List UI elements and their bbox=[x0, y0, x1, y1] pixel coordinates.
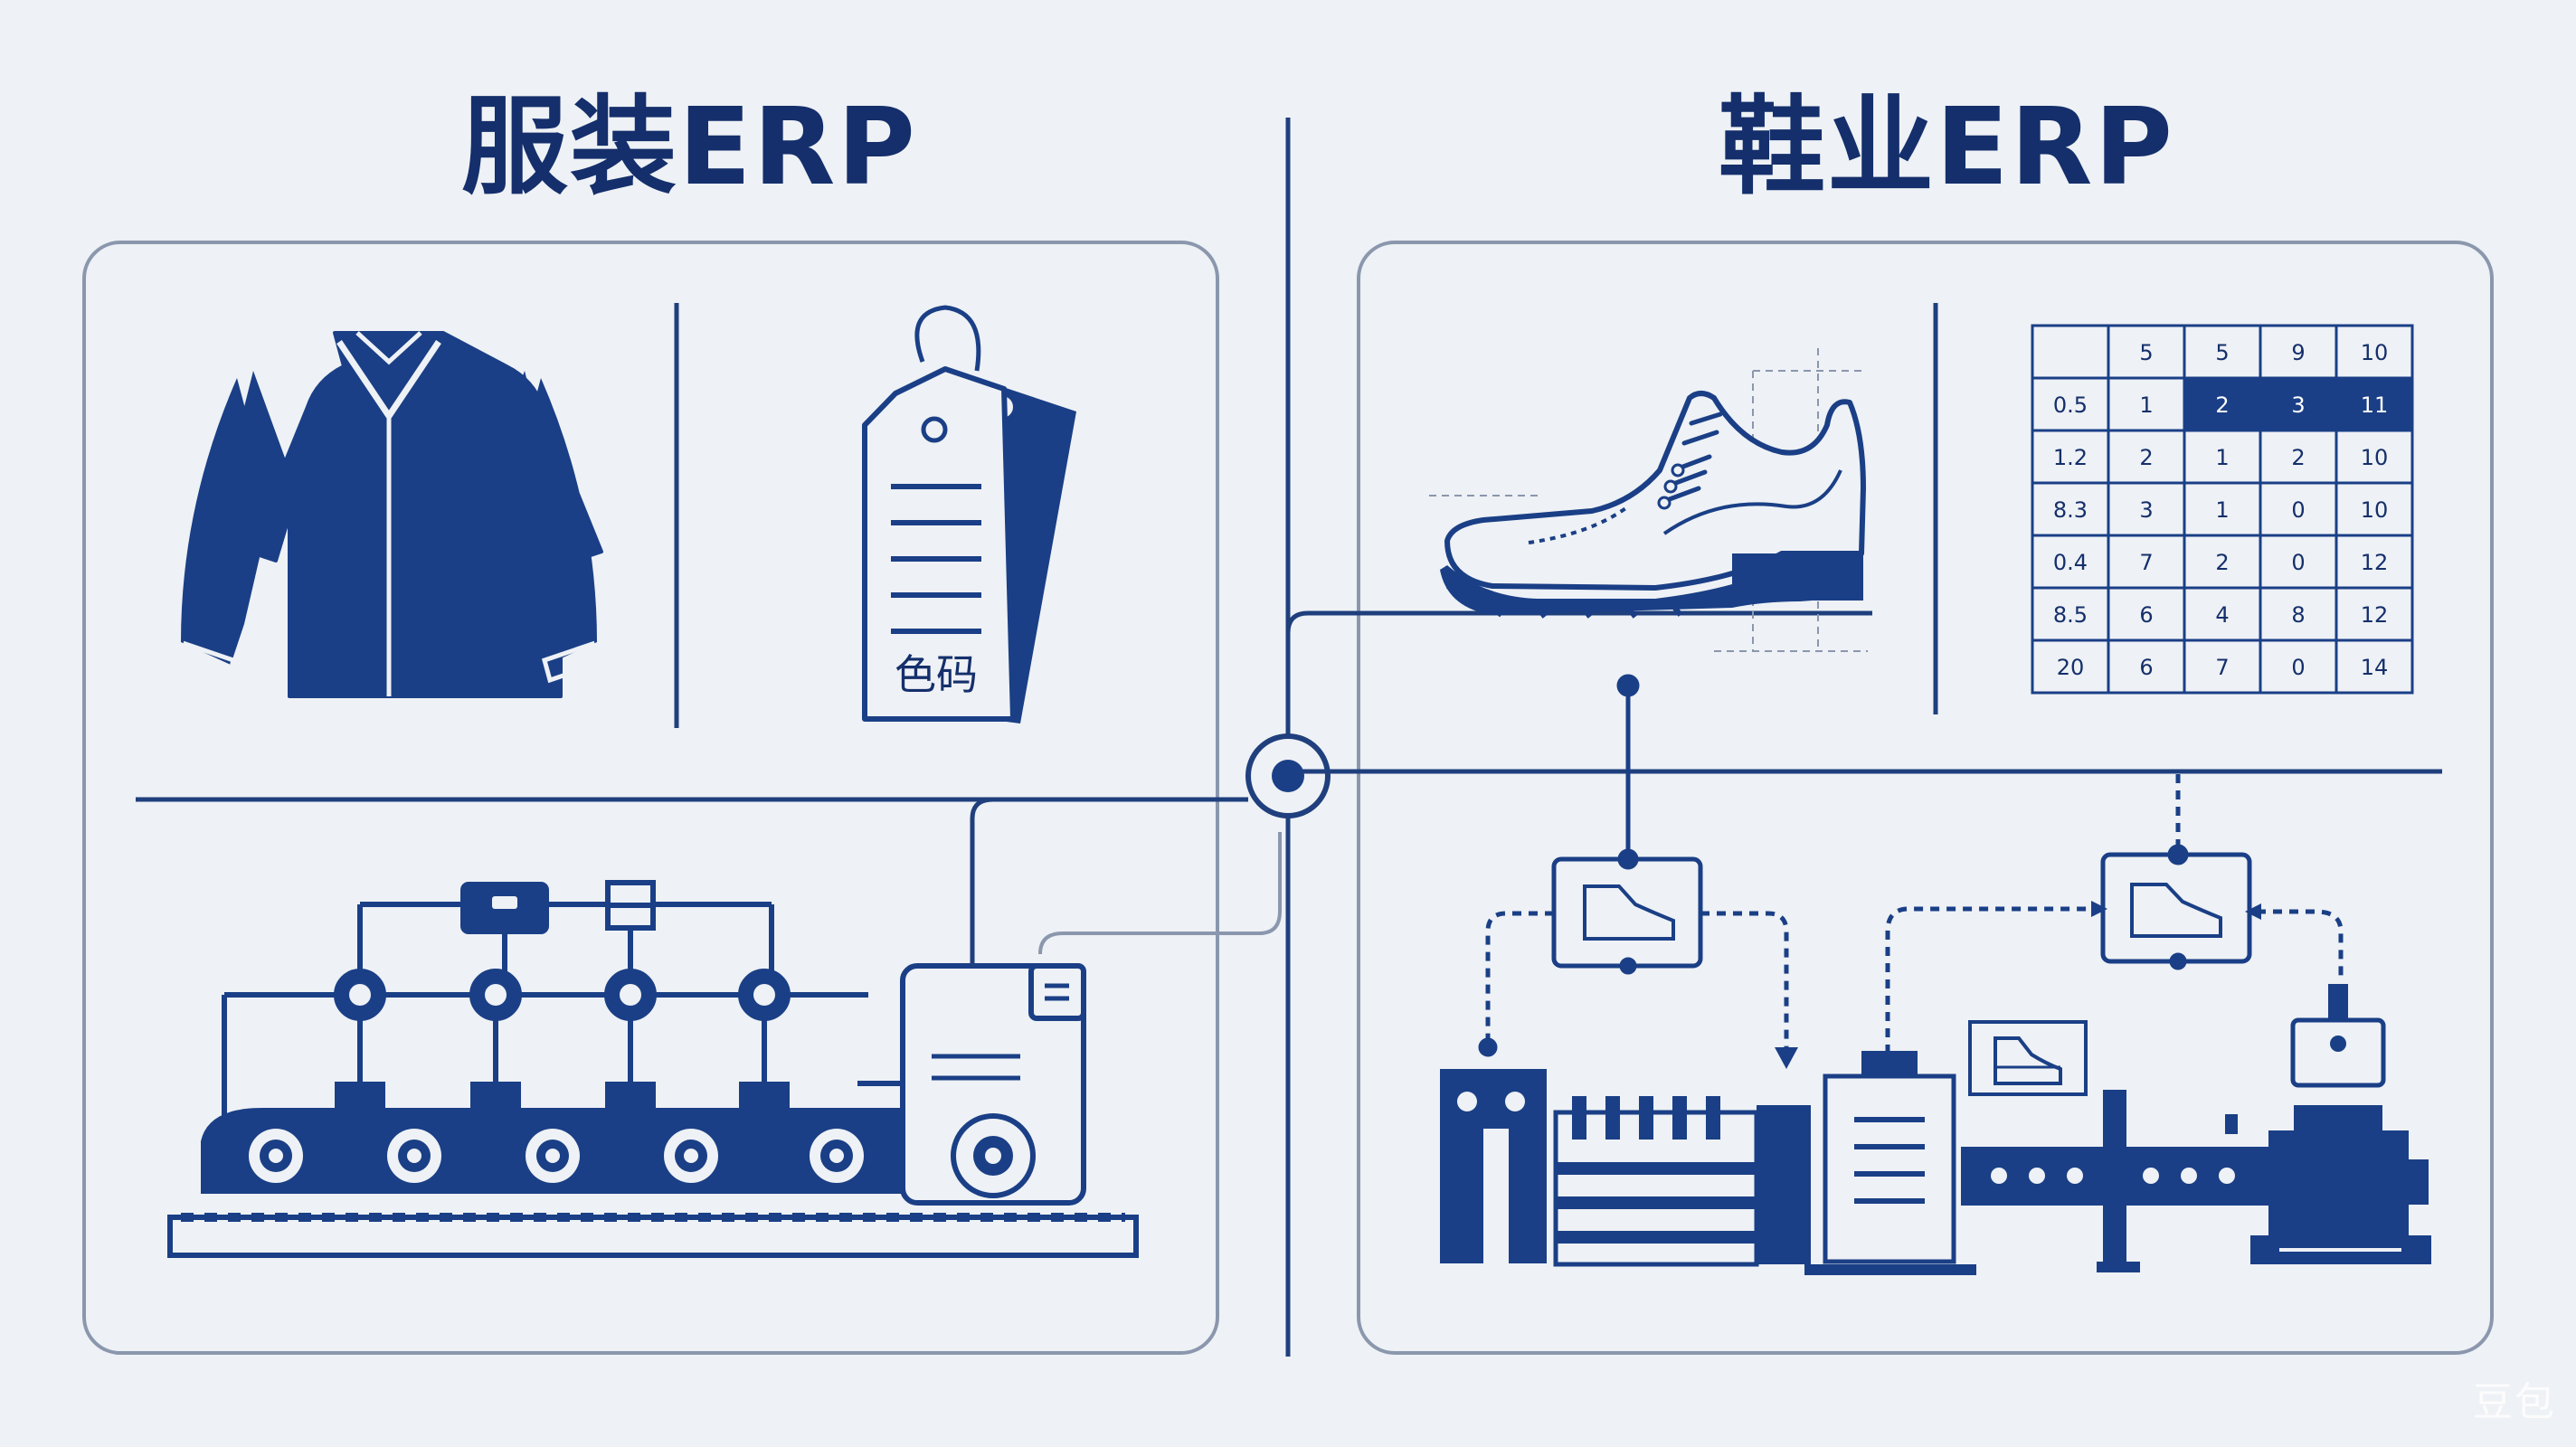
size-table-cell-text: 0.4 bbox=[2053, 550, 2088, 575]
size-table-cell-text: 2 bbox=[2291, 445, 2305, 470]
footwear-panel-frame bbox=[1357, 241, 2494, 1355]
clothing-secondary-connector bbox=[1038, 832, 1282, 955]
size-table-cell-text: 14 bbox=[2361, 655, 2389, 680]
size-table-cell bbox=[2334, 324, 2414, 380]
watermark-label: 豆包 bbox=[2473, 1379, 2556, 1425]
color-size-tag-icon: 色码 bbox=[862, 305, 1076, 724]
size-table-cell-text: 12 bbox=[2361, 550, 2389, 575]
clothing-to-hub-connector bbox=[970, 797, 1246, 966]
size-table-cell bbox=[2259, 324, 2338, 380]
size-table-cell-text: 6 bbox=[2139, 602, 2153, 628]
size-table-cell-text: 0 bbox=[2291, 497, 2305, 523]
size-table-cell-text: 0.5 bbox=[2053, 392, 2088, 418]
size-table-cell-text: 8.3 bbox=[2053, 497, 2088, 523]
size-table-cell-text: 10 bbox=[2361, 340, 2389, 365]
size-table-cell-text: 7 bbox=[2139, 550, 2153, 575]
footwear-production-flow bbox=[1440, 674, 2431, 1275]
size-table-cell bbox=[2107, 638, 2186, 695]
size-table-cell-text: 1 bbox=[2139, 392, 2153, 418]
size-table-cell-text: 4 bbox=[2215, 602, 2229, 628]
size-table-cell-text: 6 bbox=[2139, 655, 2153, 680]
size-table-cell-text: 7 bbox=[2215, 655, 2229, 680]
size-table-cell-text: 20 bbox=[2057, 655, 2085, 680]
size-table-cell-text: 2 bbox=[2215, 392, 2229, 418]
size-table-cell bbox=[2334, 481, 2414, 537]
size-table-cell-text: 12 bbox=[2361, 602, 2389, 628]
size-table-cell-text: 0 bbox=[2291, 550, 2305, 575]
size-table-cell bbox=[2031, 324, 2110, 380]
size-table-cell bbox=[2031, 638, 2110, 695]
size-table-cell bbox=[2259, 638, 2338, 695]
shoe-icon bbox=[1429, 348, 1868, 652]
size-table-cell-text: 10 bbox=[2361, 497, 2389, 523]
size-table-cell bbox=[2107, 324, 2186, 380]
size-table-cell-text: 5 bbox=[2215, 340, 2229, 365]
size-table-cell-text: 1 bbox=[2215, 445, 2229, 470]
size-table-cell-text: 11 bbox=[2361, 392, 2389, 418]
size-table-cell bbox=[2107, 534, 2186, 590]
footwear-to-hub-connector bbox=[1285, 610, 1872, 736]
size-table-cell bbox=[2334, 429, 2414, 485]
tag-label: 色码 bbox=[895, 650, 978, 699]
size-table-cell bbox=[2183, 324, 2262, 380]
shirt-icon bbox=[176, 331, 603, 698]
size-table-cell-text: 9 bbox=[2291, 340, 2305, 365]
size-table-cell-text: 8 bbox=[2291, 602, 2305, 628]
size-table-cell bbox=[2183, 638, 2262, 695]
size-table-cell bbox=[2334, 586, 2414, 642]
clothing-erp-title: 服装ERP bbox=[461, 84, 917, 209]
clothing-erp-panel: 色码 bbox=[82, 241, 1282, 1355]
size-table-cell bbox=[2183, 534, 2262, 590]
size-table-cell-text: 10 bbox=[2361, 445, 2389, 470]
size-table-cell-text: 1 bbox=[2215, 497, 2229, 523]
size-table-cell-text: 2 bbox=[2139, 445, 2153, 470]
size-table-cell bbox=[2107, 586, 2186, 642]
size-table-cell bbox=[2334, 638, 2414, 695]
size-table-cell-text: 8.5 bbox=[2053, 602, 2088, 628]
size-table-cell-text: 1.2 bbox=[2053, 445, 2088, 470]
size-table-cell-text: 5 bbox=[2139, 340, 2153, 365]
size-table-cell bbox=[2183, 481, 2262, 537]
integration-hub-node bbox=[1245, 733, 1331, 818]
size-table-cell-text: 3 bbox=[2291, 392, 2305, 418]
size-table-cell bbox=[2259, 586, 2338, 642]
footwear-erp-title: 鞋业ERP bbox=[1719, 84, 2174, 209]
size-table-cell-text: 3 bbox=[2139, 497, 2153, 523]
size-table-cell-text: 2 bbox=[2215, 550, 2229, 575]
size-table-cell-text: 0 bbox=[2291, 655, 2305, 680]
garment-production-line bbox=[167, 880, 1139, 1258]
